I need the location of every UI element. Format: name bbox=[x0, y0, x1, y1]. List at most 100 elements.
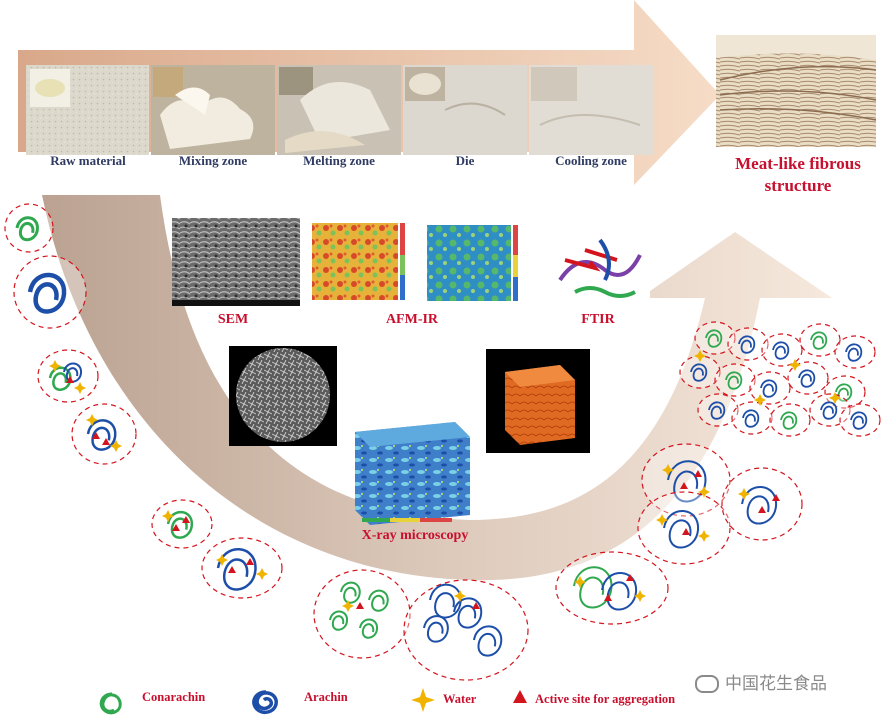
technique-label-afm-ir: AFM-IR bbox=[385, 312, 439, 327]
technique-label-ftir: FTIR bbox=[581, 312, 615, 327]
cluster-boundary bbox=[201, 537, 283, 599]
cluster-boundary bbox=[714, 363, 756, 397]
water-marker bbox=[754, 394, 766, 406]
xray-cube-blue bbox=[355, 422, 470, 525]
active-site-marker bbox=[356, 602, 364, 609]
protein-coil bbox=[798, 369, 816, 388]
water-marker bbox=[829, 392, 841, 404]
water-marker bbox=[789, 359, 801, 371]
xray-cube-orange bbox=[486, 349, 590, 453]
water-marker bbox=[662, 464, 674, 476]
cluster-boundary bbox=[761, 333, 803, 367]
active-site-marker bbox=[66, 376, 74, 383]
arachin-legend-icon bbox=[252, 690, 278, 715]
technique-label-sem: SEM bbox=[217, 312, 249, 327]
ftir-protein-structure bbox=[540, 228, 650, 306]
water-marker bbox=[698, 530, 710, 542]
protein-coil bbox=[166, 510, 194, 539]
protein-coil bbox=[690, 363, 708, 382]
watermark: 中国花生食品 bbox=[695, 669, 827, 694]
sem-image bbox=[172, 218, 300, 306]
technique-label-xray: X-ray microscopy bbox=[361, 528, 469, 543]
aggregation-curve-arrow bbox=[42, 195, 832, 581]
protein-coil bbox=[368, 589, 389, 612]
active-site-marker bbox=[680, 482, 688, 489]
legend-arachin: Arachin bbox=[304, 690, 348, 704]
legend-water: Water bbox=[443, 692, 477, 706]
protein-coil bbox=[27, 272, 67, 314]
stage-label-melting-zone: Melting zone bbox=[303, 153, 375, 168]
water-marker bbox=[86, 414, 98, 426]
protein-coil bbox=[845, 343, 863, 362]
active-site-marker bbox=[694, 470, 702, 477]
protein-coil bbox=[738, 335, 756, 354]
water-marker bbox=[256, 568, 268, 580]
protein-coil bbox=[725, 371, 743, 390]
stage-label-cooling-zone: Cooling zone bbox=[555, 153, 627, 168]
protein-coil bbox=[667, 460, 707, 503]
protein-coil bbox=[48, 366, 72, 391]
result-label: Meat-like fibrous structure bbox=[735, 154, 861, 195]
protein-coil bbox=[453, 597, 483, 629]
water-marker bbox=[454, 590, 466, 602]
cluster-boundary bbox=[637, 491, 731, 565]
water-marker bbox=[634, 590, 646, 602]
stage-label-raw-material: Raw material bbox=[50, 153, 126, 168]
active-site-marker bbox=[758, 506, 766, 513]
protein-coil bbox=[601, 572, 638, 611]
cluster-boundary bbox=[731, 401, 773, 435]
protein-coil bbox=[423, 615, 449, 643]
protein-coil bbox=[810, 331, 828, 350]
protein-coil bbox=[772, 341, 790, 360]
cluster-boundary bbox=[37, 349, 99, 403]
wechat-icon bbox=[695, 675, 719, 693]
cluster-boundary bbox=[799, 323, 841, 357]
stage-photo-cooling-zone bbox=[529, 65, 653, 155]
water-marker bbox=[698, 486, 710, 498]
active-site-marker bbox=[772, 494, 780, 501]
cluster-boundary bbox=[151, 499, 213, 549]
active-site-legend-icon bbox=[513, 690, 527, 703]
stage-photo-mixing-zone bbox=[151, 65, 275, 155]
stage-label-mixing-zone: Mixing zone bbox=[178, 153, 248, 168]
active-site-marker bbox=[626, 574, 634, 581]
protein-coil bbox=[473, 625, 503, 657]
protein-coil bbox=[705, 329, 723, 348]
legend-conarachin: Conarachin bbox=[142, 690, 206, 704]
water-marker bbox=[342, 600, 354, 612]
afm-ir-map-2 bbox=[427, 225, 518, 301]
cluster-boundary bbox=[313, 569, 411, 659]
cluster-boundary bbox=[403, 579, 529, 681]
cluster-boundary bbox=[641, 443, 731, 517]
cluster-boundary bbox=[694, 321, 736, 355]
protein-coil bbox=[15, 216, 39, 242]
water-marker bbox=[110, 440, 122, 452]
active-site-marker bbox=[604, 594, 612, 601]
water-marker bbox=[162, 510, 174, 522]
stage-photo-die bbox=[403, 65, 527, 155]
protein-coil bbox=[663, 510, 700, 549]
water-legend-icon bbox=[411, 688, 435, 712]
stage-photo-melting-zone bbox=[277, 65, 401, 155]
cluster-boundary bbox=[727, 327, 769, 361]
afm-ir-map-1 bbox=[312, 223, 405, 300]
water-marker bbox=[574, 576, 586, 588]
active-site-marker bbox=[472, 602, 480, 609]
cluster-boundary bbox=[4, 203, 54, 253]
protein-coil bbox=[820, 401, 838, 420]
active-site-marker bbox=[92, 432, 100, 439]
protein-coil bbox=[429, 583, 462, 619]
active-site-marker bbox=[182, 516, 190, 523]
protein-coil bbox=[216, 548, 257, 591]
cluster-boundary bbox=[769, 403, 811, 437]
water-marker bbox=[216, 554, 228, 566]
cluster-boundary bbox=[71, 403, 137, 465]
cluster-boundary bbox=[697, 393, 739, 427]
water-marker bbox=[738, 488, 750, 500]
stage-label-die: Die bbox=[455, 153, 475, 168]
water-marker bbox=[49, 360, 61, 372]
water-marker bbox=[74, 382, 86, 394]
protein-coil bbox=[573, 566, 613, 609]
meat-like-fibrous-photo bbox=[716, 35, 877, 147]
active-site-marker bbox=[246, 558, 254, 565]
